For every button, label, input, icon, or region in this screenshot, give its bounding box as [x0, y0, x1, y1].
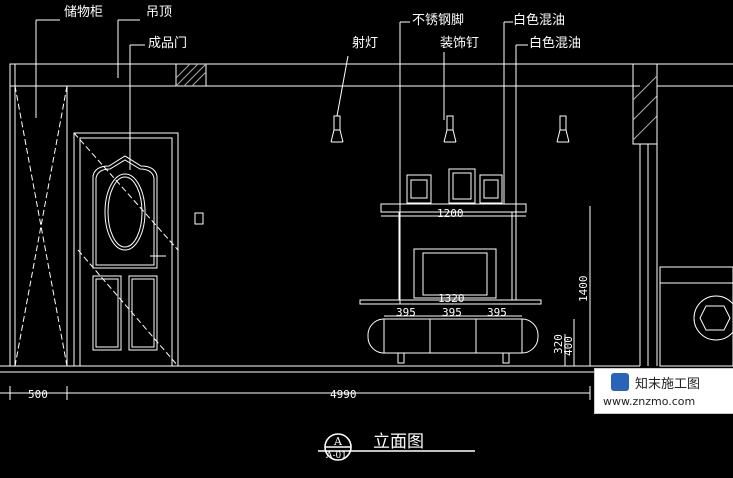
wall-shelf — [380, 203, 527, 213]
spotlight-2 — [443, 115, 457, 143]
symbol-bottom: A-01 — [326, 451, 347, 461]
left-wall — [9, 63, 16, 367]
washing-machine — [659, 266, 733, 367]
label-white-latex-2: 白色混油 — [529, 36, 582, 51]
right-wall-hatch — [632, 63, 658, 145]
brand-logo-icon — [611, 373, 629, 391]
watermark-brand: 知末施工图 — [635, 377, 701, 392]
picture-frame-1 — [406, 174, 432, 204]
label-spotlight: 射灯 — [352, 36, 379, 51]
label-ceiling: 吊顶 — [146, 5, 173, 20]
label-decor-nails: 装饰钉 — [440, 36, 480, 51]
picture-frame-2 — [448, 168, 476, 204]
drawing-title: 立面图 — [373, 432, 424, 452]
dim-tv-width: 1320 — [438, 292, 465, 305]
label-white-latex-1: 白色混油 — [513, 13, 566, 28]
dim-seg-2: 395 — [442, 306, 462, 319]
watermark-url: www.znzmo.com — [603, 395, 696, 408]
watermark: 知末施工图 www.znzmo.com — [594, 368, 733, 414]
spotlight-1 — [330, 115, 344, 143]
dim-shelf-width: 1200 — [437, 207, 464, 220]
tv-cabinet — [367, 318, 539, 354]
dim-left-500: 500 — [28, 388, 48, 401]
wall-switch — [194, 212, 204, 225]
dim-height-320: 320 — [552, 334, 565, 354]
tv — [413, 248, 497, 299]
label-stainless-legs: 不锈钢脚 — [412, 13, 465, 28]
spotlight-3 — [556, 115, 570, 143]
dim-height-1400: 1400 — [577, 275, 590, 303]
ceiling-hatch — [175, 63, 207, 87]
picture-frame-3 — [479, 174, 503, 204]
dim-seg-1: 395 — [396, 306, 416, 319]
storage-cabinet — [14, 85, 68, 367]
dim-total-4990: 4990 — [330, 388, 357, 401]
symbol-top: A — [334, 435, 342, 448]
dim-seg-3: 395 — [487, 306, 507, 319]
label-storage-cabinet: 储物柜 — [64, 5, 104, 20]
label-finished-door: 成品门 — [148, 36, 188, 51]
